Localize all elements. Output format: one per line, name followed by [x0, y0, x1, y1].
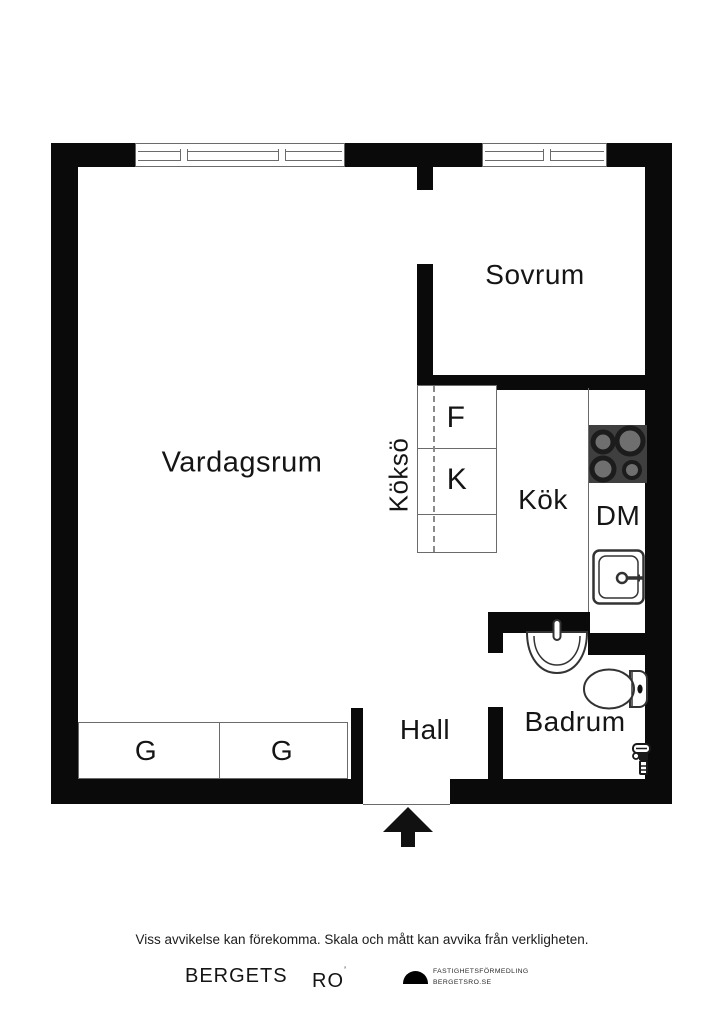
- washbasin-symbol: [525, 619, 589, 675]
- wall-right: [645, 143, 672, 804]
- room-label-vardagsrum: Vardagsrum: [161, 446, 323, 479]
- room-label-kok: Kök: [518, 484, 568, 515]
- wall-bedroom-west: [417, 264, 433, 390]
- wall-top-left-segment: [51, 143, 135, 167]
- entry-arrow-icon: [383, 807, 433, 847]
- wall-left: [51, 143, 78, 804]
- window-symbol-living-room: [135, 143, 345, 167]
- wall-hall-west: [351, 708, 363, 779]
- brand-tagline: FASTIGHETSFÖRMEDLING BERGETSRO.SE: [433, 967, 529, 988]
- wall-top-right-segment: [607, 143, 672, 167]
- brand-tagline-line1: FASTIGHETSFÖRMEDLING: [433, 968, 529, 975]
- brand-word-ro: RO’: [312, 965, 346, 992]
- window-symbol-bedroom: [482, 143, 607, 167]
- fixture-label-wardrobe-2: G: [270, 735, 294, 766]
- wardrobe-row: [78, 722, 348, 779]
- entry-threshold-line: [363, 804, 450, 805]
- cabinet-dashed-line: [433, 386, 435, 552]
- shower-mixer-symbol: [632, 743, 651, 775]
- wall-bedroom-door-stub: [417, 167, 433, 190]
- stove-symbol: [589, 425, 647, 483]
- window-mullion: [543, 149, 551, 161]
- wall-bathroom-north-step: [588, 633, 645, 655]
- wall-bathroom-north: [488, 612, 590, 633]
- wall-top-middle-segment: [345, 143, 482, 167]
- toilet-symbol: [583, 668, 648, 710]
- wall-bathroom-west: [488, 707, 503, 779]
- brand-logo-icon: [403, 971, 428, 984]
- kitchen-counter-line: [588, 388, 589, 612]
- fixture-label-kokso: Köksö: [383, 437, 414, 513]
- wardrobe-divider: [219, 723, 220, 778]
- fixture-label-wardrobe-1: G: [134, 735, 158, 766]
- fixture-label-freezer: F: [446, 401, 466, 434]
- brand-trademark: ’: [344, 965, 346, 975]
- room-label-badrum: Badrum: [524, 706, 626, 737]
- disclaimer-text: Viss avvikelse kan förekomma. Skala och …: [135, 932, 589, 947]
- wall-bottom-left-segment: [51, 779, 363, 804]
- brand-word-bergets: BERGETS: [185, 965, 288, 987]
- cabinet-divider: [418, 448, 496, 449]
- room-label-sovrum: Sovrum: [485, 259, 585, 290]
- fixture-label-dishwasher: DM: [595, 500, 641, 531]
- fixture-label-fridge: K: [446, 463, 468, 496]
- room-label-hall: Hall: [399, 714, 451, 745]
- cabinet-divider: [418, 514, 496, 515]
- window-mullion: [278, 149, 286, 161]
- window-glass-band: [138, 151, 342, 161]
- kitchen-sink-symbol: [592, 549, 645, 605]
- wall-bottom-right-segment: [450, 779, 672, 804]
- brand-tagline-line2: BERGETSRO.SE: [433, 978, 492, 986]
- wall-bathroom-north-tab: [488, 633, 503, 653]
- fridge-freezer-cabinet: [417, 385, 497, 553]
- window-mullion: [180, 149, 188, 161]
